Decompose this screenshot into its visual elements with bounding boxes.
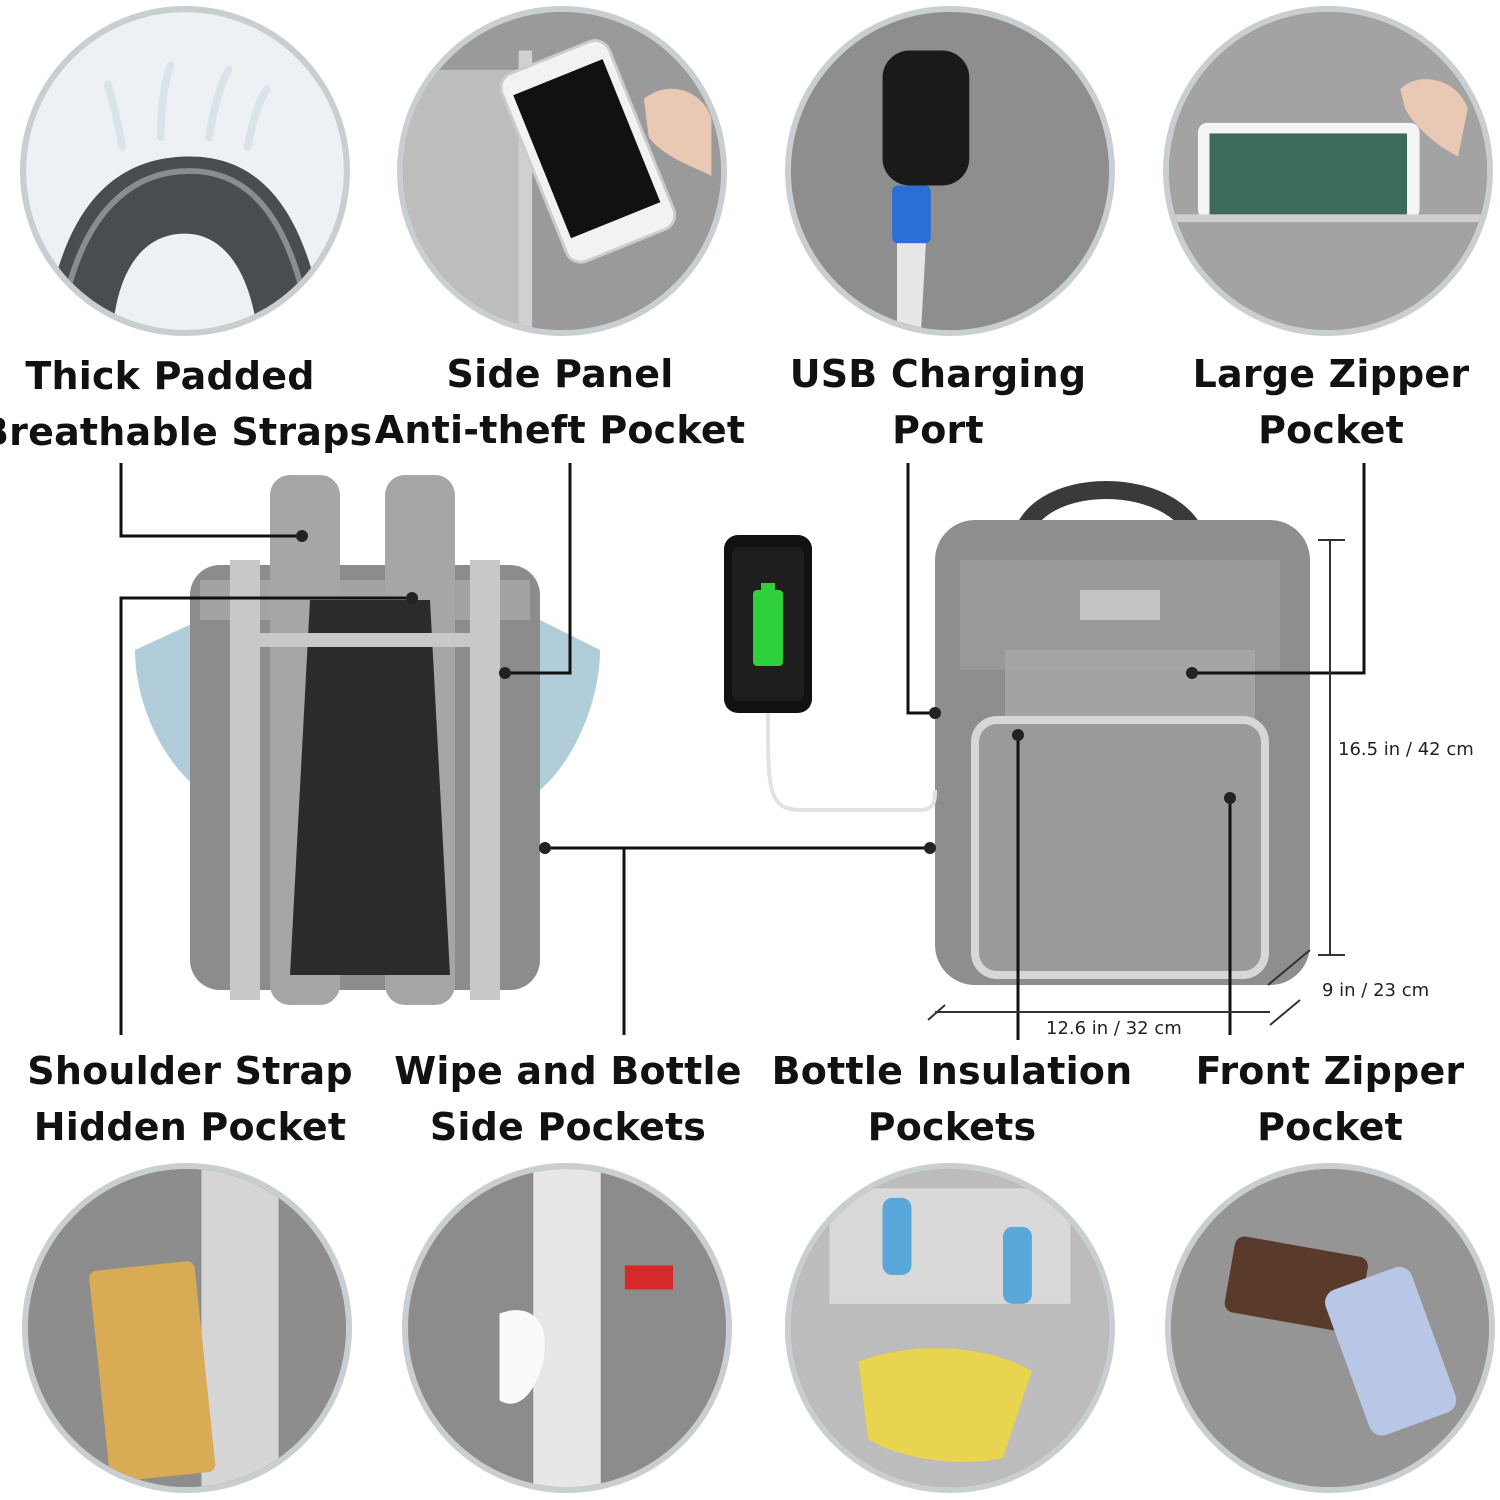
backpack-front-view: [935, 481, 1310, 985]
feature-label-front-zipper: Front Zipper Pocket: [1195, 1049, 1465, 1149]
feature-label-shoulder: Shoulder Strap Hidden Pocket: [27, 1049, 353, 1149]
baby-bottle-icon: [882, 1197, 912, 1275]
usb-port-closeup-photo: [785, 6, 1115, 336]
front-pocket-closeup-photo: [1165, 1163, 1495, 1493]
hidden-pocket-closeup-photo: [22, 1163, 352, 1493]
smartphone-icon: [1325, 1266, 1457, 1436]
usb-port-icon: [882, 50, 970, 186]
dimension-lines: [927, 539, 1345, 1026]
feature-label-straps: Thick Padded Breathable Straps: [0, 354, 373, 454]
straps-closeup-photo: [20, 6, 350, 336]
airflow-arrow-icon: [104, 61, 271, 151]
feature-label-large-zipper: Large Zipper Pocket: [1192, 352, 1470, 452]
smartphone-icon: [499, 39, 677, 264]
feature-label-bottle: Bottle Insulation Pockets: [771, 1049, 1133, 1149]
battery-icon: [753, 590, 783, 666]
feature-label-usb: USB Charging Port: [789, 352, 1087, 452]
depth-dimension: 9 in / 23 cm: [1322, 980, 1430, 1001]
width-dimension: 12.6 in / 32 cm: [1046, 1018, 1182, 1039]
side-pockets-closeup-photo: [402, 1163, 732, 1493]
feature-label-wipe: Wipe and Bottle Side Pockets: [394, 1049, 742, 1149]
card-icon: [89, 1261, 216, 1482]
charging-phone-icon: [724, 535, 937, 812]
brand-patch: [1080, 590, 1160, 620]
large-zipper-pocket-closeup-photo: [1163, 6, 1493, 336]
height-dimension: 16.5 in / 42 cm: [1338, 739, 1474, 760]
backpack-back-view: [135, 475, 600, 1005]
insulation-pockets-closeup-photo: [785, 1163, 1115, 1493]
feature-label-side-panel: Side Panel Anti-theft Pocket: [374, 352, 746, 452]
